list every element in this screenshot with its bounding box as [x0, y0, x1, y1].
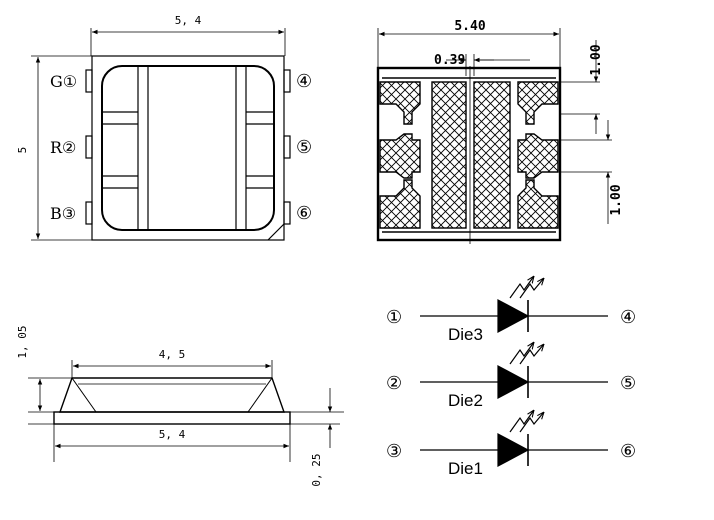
pad-gap-label: 0.39 — [434, 53, 465, 68]
pad-left-1 — [379, 81, 421, 125]
pad-left-2 — [379, 133, 421, 179]
pad-left-3 — [379, 179, 421, 229]
pin-4-label: ④ — [296, 71, 312, 92]
schematic — [420, 276, 608, 467]
terminal-3 — [85, 201, 93, 225]
terminal-6 — [283, 201, 291, 225]
lens-profile — [59, 377, 285, 413]
schem-pin-6: ⑥ — [620, 441, 636, 462]
terminal-2 — [85, 135, 93, 159]
pad-right-3 — [517, 179, 559, 229]
die-pad-left — [431, 81, 467, 229]
lens-cavity — [101, 65, 275, 231]
package-body — [91, 55, 285, 241]
pad-right-1 — [517, 81, 559, 125]
pad-width-label: 5.40 — [454, 19, 485, 34]
side-height-label: 1, 05 — [16, 325, 29, 358]
schem-pin-4: ④ — [620, 307, 636, 328]
side-bottom-width-label: 5, 4 — [159, 428, 186, 441]
pin-b3-label: B③ — [50, 204, 76, 223]
diode-symbol — [497, 299, 530, 333]
side-top-width-label: 4, 5 — [159, 348, 186, 361]
pad-right-2 — [517, 133, 559, 179]
die3-label: Die3 — [448, 325, 483, 344]
top-view — [31, 28, 291, 241]
die-pad-right — [473, 81, 511, 229]
side-base-label: 0, 25 — [310, 453, 323, 486]
schem-pin-5: ⑤ — [620, 373, 636, 394]
pad-pitch-top-label: 1.00 — [589, 44, 604, 75]
diode-symbol — [497, 433, 530, 467]
schem-pin-2: ② — [386, 373, 402, 394]
pin-r2-label: R② — [50, 138, 76, 157]
diode-row-1 — [420, 276, 608, 333]
diode-row-3 — [420, 410, 608, 467]
pin-6-label: ⑥ — [296, 203, 312, 224]
package-base — [53, 411, 291, 425]
top-width-label: 5, 4 — [175, 14, 202, 27]
terminal-4 — [283, 69, 291, 93]
diode-symbol — [497, 365, 530, 399]
schem-pin-3: ③ — [386, 441, 402, 462]
die2-label: Die2 — [448, 391, 483, 410]
diode-row-2 — [420, 342, 608, 399]
die1-label: Die1 — [448, 459, 483, 478]
top-height-label: 5 — [16, 147, 29, 154]
terminal-1 — [85, 69, 93, 93]
pin-5-label: ⑤ — [296, 137, 312, 158]
pad-pitch-bottom-label: 1.00 — [609, 184, 624, 215]
terminal-5 — [283, 135, 291, 159]
footprint-outline — [376, 66, 562, 242]
side-view — [28, 360, 344, 462]
pin-g1-label: G① — [50, 72, 77, 91]
schem-pin-1: ① — [386, 307, 402, 328]
pad-view — [376, 28, 612, 244]
